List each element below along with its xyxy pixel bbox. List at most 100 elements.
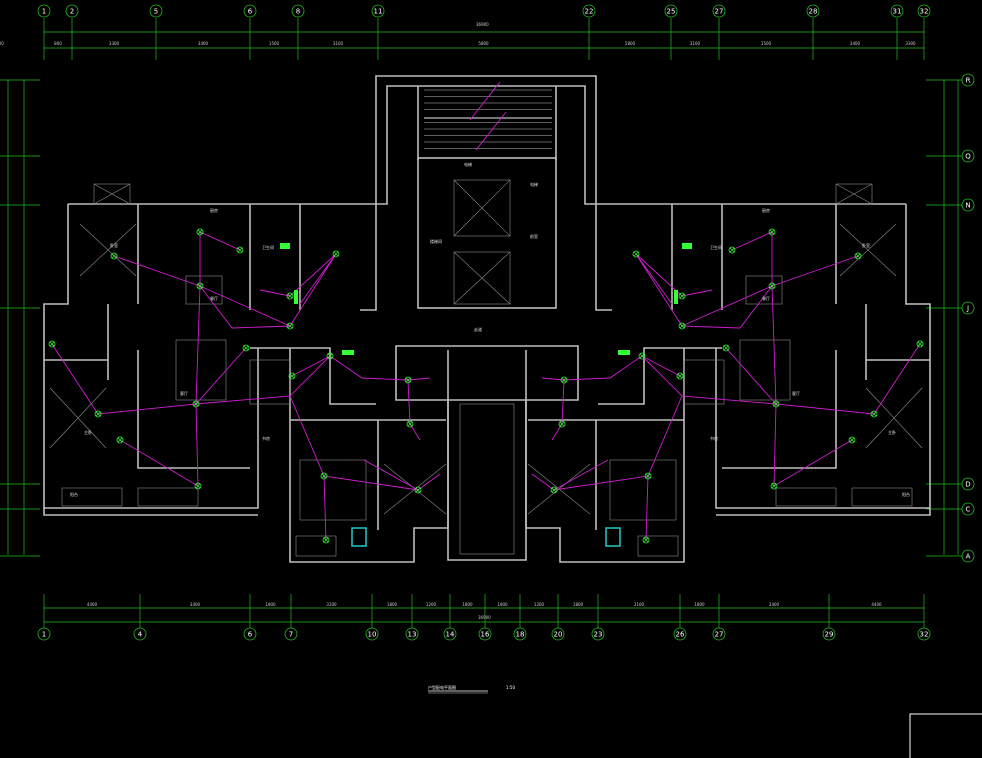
room-label: 客厅 (180, 390, 188, 396)
axis-bubble-label: 5 (154, 8, 158, 16)
bottom-total-dimension: 36900 (478, 615, 491, 620)
dimension-label: 1800 (573, 602, 584, 607)
room-label: 卧室 (862, 242, 870, 248)
drawing-scale: 1:50 (506, 685, 515, 690)
axis-bubble-label: 7 (289, 631, 293, 639)
dimension-label: 3400 (769, 602, 780, 607)
axis-bubble-right: R (961, 73, 975, 87)
axis-bubble-label: 29 (825, 631, 834, 639)
dimension-label: 3100 (690, 41, 701, 46)
axis-bubble-label: 2 (70, 8, 74, 16)
ceiling-light-icon (320, 472, 328, 480)
top-total-dimension: 36900 (476, 22, 489, 27)
axis-bubble-top: 5 (149, 4, 163, 18)
dimension-label: 800 (54, 41, 62, 46)
ceiling-light-icon (196, 228, 204, 236)
ceiling-light-icon (550, 486, 558, 494)
ceiling-light-icon (322, 536, 330, 544)
axis-bubble-top: 1 (37, 4, 51, 18)
dimension-label: 1800 (497, 602, 508, 607)
dimension-label: 1200 (426, 602, 437, 607)
axis-bubble-top: 28 (806, 4, 820, 18)
axis-bubble-label: 27 (715, 631, 724, 639)
axis-bubble-bottom: 29 (822, 627, 836, 641)
room-label-stair: 楼梯间 (430, 238, 442, 244)
room-label: 厨房 (210, 207, 218, 213)
room-label: 厨房 (762, 207, 770, 213)
axis-bubble-bottom: 4 (133, 627, 147, 641)
axis-bubble-top: 8 (291, 4, 305, 18)
axis-bubble-label: 23 (594, 631, 603, 639)
room-label: 阳台 (70, 491, 78, 497)
dimension-label: 5800 (478, 41, 489, 46)
axis-bubble-label: 4 (138, 631, 143, 639)
ceiling-light-icon (772, 400, 780, 408)
ceiling-light-icon (848, 436, 856, 444)
room-label: 书房 (262, 435, 270, 441)
axis-bubble-label: 32 (920, 8, 929, 16)
ceiling-light-icon (768, 282, 776, 290)
dimension-label: 1800 (694, 602, 705, 607)
dimension-label: 3100 (326, 602, 337, 607)
axis-bubble-label: 25 (667, 8, 676, 16)
drawing-title: 户型配电平面图 (428, 684, 456, 690)
room-label: 卫生间 (710, 244, 722, 250)
room-label-corridor: 走道 (474, 326, 482, 332)
ceiling-light-icon (678, 292, 686, 300)
axis-bubble-right: J (961, 301, 975, 315)
axis-bubble-bottom: 13 (405, 627, 419, 641)
room-label: 阳台 (902, 491, 910, 497)
axis-bubble-label: 13 (408, 631, 417, 639)
ceiling-light-icon (676, 372, 684, 380)
ceiling-light-icon (768, 228, 776, 236)
axis-bubble-top: 2 (65, 4, 79, 18)
distribution-panels (280, 243, 692, 547)
axis-bubble-bottom: 23 (591, 627, 605, 641)
axis-bubble-right: Q (961, 149, 975, 163)
axis-bubble-label: 10 (368, 631, 377, 639)
room-label-lobby: 前室 (530, 233, 538, 239)
axis-bubble-label: 11 (374, 8, 383, 16)
ceiling-light-icon (678, 322, 686, 330)
axis-bubble-label: 28 (809, 8, 818, 16)
axis-bubble-bottom: 14 (443, 627, 457, 641)
ceiling-light-icon (288, 372, 296, 380)
room-label: 主卧 (84, 429, 92, 435)
ceiling-light-icon (286, 292, 294, 300)
room-label: 书房 (710, 435, 718, 441)
building-walls (43, 75, 931, 563)
axis-bubble-bottom: 10 (365, 627, 379, 641)
axis-bubble-top: 27 (712, 4, 726, 18)
room-label-elevator-left: 电梯 (464, 161, 472, 167)
axis-bubble-label: 22 (585, 8, 594, 16)
room-label: 卫生间 (262, 244, 274, 250)
axis-bubble-label: 20 (554, 631, 563, 639)
axis-bubble-label: R (966, 77, 971, 85)
distribution-panel-icon (280, 243, 290, 249)
dimension-label: 1200 (534, 602, 545, 607)
dimension-label: 4400 (87, 602, 98, 607)
ceiling-light-icon (854, 252, 862, 260)
axis-bubble-label: 6 (248, 8, 253, 16)
axis-bubble-top: 22 (582, 4, 596, 18)
drawing-title-block: 户型配电平面图 1:50 (428, 684, 515, 694)
axis-bubble-label: 16 (481, 631, 490, 639)
ceiling-light-icon (194, 482, 202, 490)
ceiling-light-icon (560, 376, 568, 384)
axis-bubble-label: D (965, 481, 970, 489)
ceiling-light-icon (404, 376, 412, 384)
dimension-label: 1800 (462, 602, 473, 607)
room-label: 餐厅 (762, 295, 770, 301)
axis-bubble-right: A (961, 549, 975, 563)
axis-bubble-right: C (961, 502, 975, 516)
room-label: 餐厅 (210, 295, 218, 301)
room-label-elevator-right: 电梯 (530, 181, 538, 187)
ceiling-light-icon (722, 344, 730, 352)
dimension-label: 3300 (905, 41, 916, 46)
axis-bubble-label: 26 (676, 631, 685, 639)
ceiling-light-icon (94, 410, 102, 418)
meter-box-icon (605, 527, 621, 547)
